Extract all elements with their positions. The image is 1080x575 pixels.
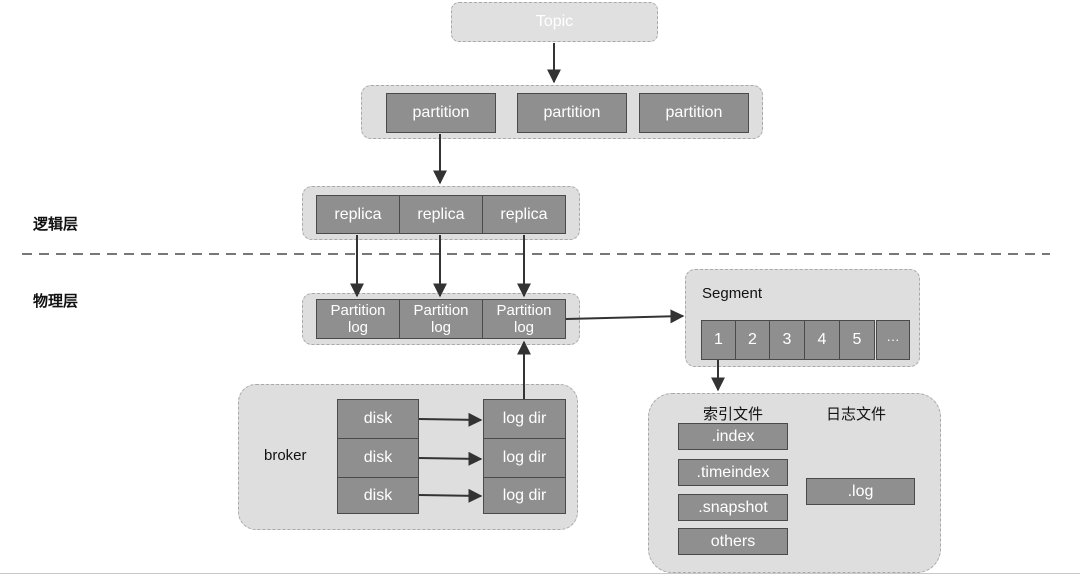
index-file-box: .index [678, 423, 788, 450]
others-file-box: others [678, 528, 788, 555]
arrow-log-to-segment [565, 309, 685, 324]
replica-box-2: replica [399, 195, 483, 234]
snapshot-file-box: .snapshot [678, 494, 788, 521]
segment-item-2: 2 [735, 320, 770, 360]
log-dir-box-3: log dir [483, 477, 566, 514]
segment-item-3: 3 [769, 320, 805, 360]
timeindex-file-box: .timeindex [678, 459, 788, 486]
replica-box-3: replica [482, 195, 566, 234]
topic-node: Topic [451, 2, 658, 42]
partition-log-box-3: Partition log [482, 299, 566, 339]
index-files-title: 索引文件 [703, 406, 764, 423]
log-file-box: .log [806, 478, 915, 505]
segment-item-5: 5 [839, 320, 875, 360]
physical-layer-label: 物理层 [33, 293, 79, 310]
broker-label: broker [264, 447, 307, 464]
disk-box-2: disk [337, 438, 419, 478]
partition-log-box-1: Partition log [316, 299, 400, 339]
partition-box-3: partition [639, 93, 749, 133]
log-dir-box-2: log dir [483, 438, 566, 478]
replica-box-1: replica [316, 195, 400, 234]
partition-box-1: partition [386, 93, 496, 133]
segment-item-more: ··· [876, 320, 910, 360]
log-dir-box-1: log dir [483, 399, 566, 439]
disk-box-1: disk [337, 399, 419, 439]
disk-box-3: disk [337, 477, 419, 514]
log-files-title: 日志文件 [826, 406, 887, 423]
segment-title: Segment [702, 285, 763, 302]
segment-item-1: 1 [701, 320, 736, 360]
segment-item-4: 4 [804, 320, 840, 360]
logical-layer-label: 逻辑层 [33, 216, 79, 233]
partition-box-2: partition [517, 93, 627, 133]
partition-log-box-2: Partition log [399, 299, 483, 339]
bottom-border [0, 573, 1080, 574]
